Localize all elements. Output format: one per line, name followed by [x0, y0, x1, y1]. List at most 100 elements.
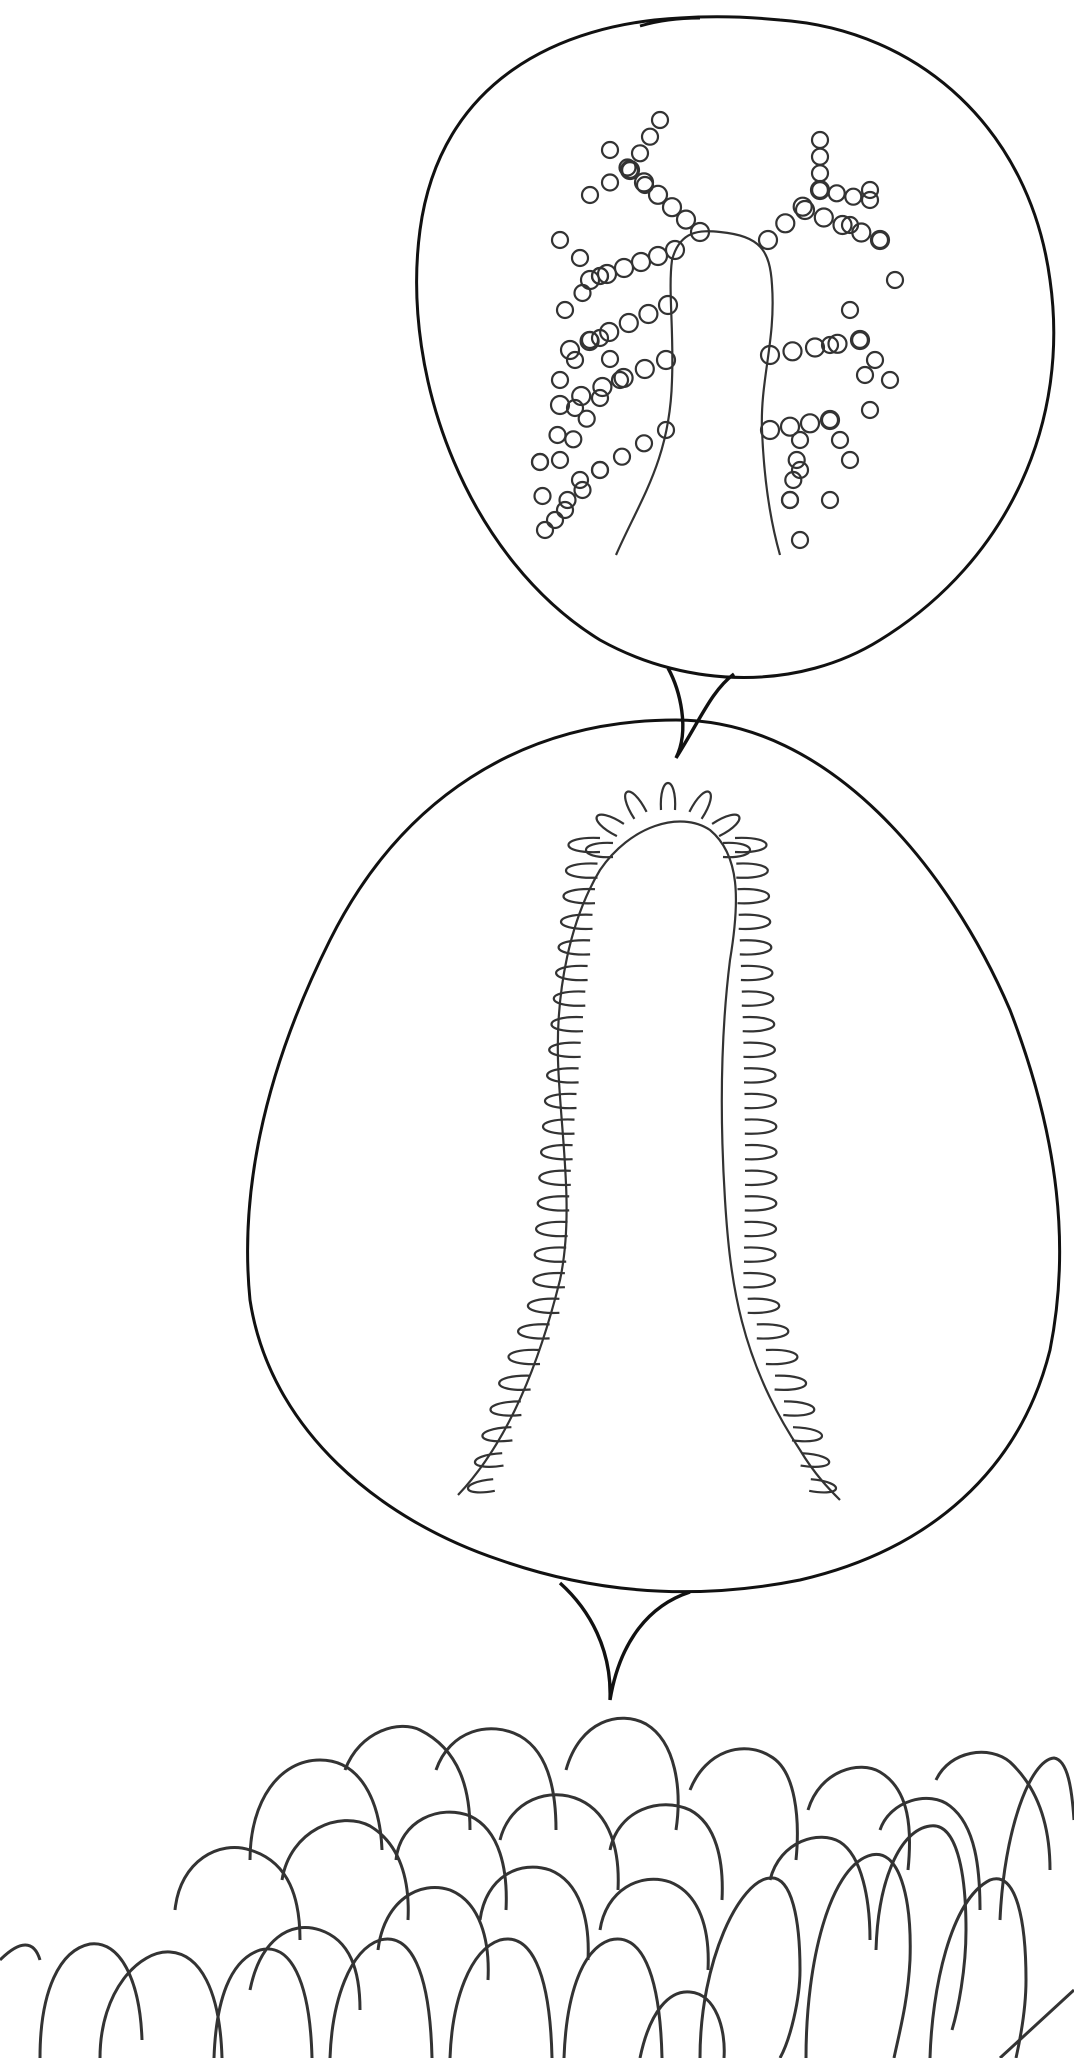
bead — [867, 352, 883, 368]
bead — [649, 247, 667, 265]
bead — [592, 268, 608, 284]
bead — [852, 332, 868, 348]
fold-loop — [625, 792, 646, 819]
bead — [575, 285, 591, 301]
bead — [642, 129, 658, 145]
tall-villus — [930, 1879, 1026, 2058]
fold-loop — [552, 1017, 584, 1031]
villus — [436, 1729, 556, 1830]
bead — [535, 488, 551, 504]
bead — [759, 231, 777, 249]
bead — [887, 272, 903, 288]
connector-top-middle — [668, 668, 734, 758]
bead — [761, 421, 779, 439]
fold-loop — [741, 966, 773, 980]
fold-loop — [743, 1043, 775, 1057]
bead — [572, 250, 588, 266]
villus — [640, 1992, 724, 2058]
bead — [620, 314, 638, 332]
fold-loop — [547, 1068, 579, 1082]
fold-loop — [745, 1171, 777, 1185]
villus — [330, 1939, 432, 2058]
fold-loop — [689, 792, 710, 819]
bead — [565, 431, 581, 447]
fold-loop — [566, 863, 598, 877]
bead — [582, 187, 598, 203]
fold-loop — [543, 1119, 575, 1133]
mucosal-surface — [0, 1718, 1074, 2058]
fold-loop — [475, 1453, 504, 1467]
fold-loop — [745, 1094, 777, 1108]
bead — [812, 182, 828, 198]
bead — [652, 112, 668, 128]
middle-villus-folds — [468, 783, 836, 1492]
bead — [639, 305, 657, 323]
middle-villus-inner-core — [458, 821, 840, 1500]
bead — [537, 522, 553, 538]
bead — [857, 367, 873, 383]
fold-loop — [743, 1017, 775, 1031]
bead — [551, 396, 569, 414]
bead — [872, 232, 888, 248]
fold-loop — [482, 1427, 512, 1441]
bead — [792, 532, 808, 548]
bead — [782, 492, 798, 508]
bead — [602, 175, 618, 191]
bead — [581, 271, 599, 289]
bead — [557, 502, 573, 518]
bead — [636, 435, 652, 451]
fold-loop — [712, 815, 739, 836]
fold-loop — [744, 1247, 776, 1261]
bead — [792, 432, 808, 448]
bead — [862, 182, 878, 198]
fold-loop — [775, 1376, 806, 1390]
bead — [632, 145, 648, 161]
bead — [592, 390, 608, 406]
bead — [547, 512, 563, 528]
villus — [770, 1837, 870, 1940]
villus — [345, 1726, 470, 1830]
fold-loop — [597, 815, 624, 836]
villus — [396, 1812, 506, 1910]
fold-loop — [745, 1119, 777, 1133]
fold-loop — [468, 1479, 495, 1492]
bead — [862, 402, 878, 418]
villus — [214, 1949, 312, 2058]
fold-loop — [661, 783, 675, 810]
bead — [552, 452, 568, 468]
bead — [801, 414, 819, 432]
bead — [592, 462, 608, 478]
top-circle-outline — [417, 17, 1054, 678]
bead — [615, 259, 633, 277]
bead — [832, 432, 848, 448]
fold-loop — [801, 1453, 830, 1467]
bead — [842, 452, 858, 468]
fold-loop — [549, 1043, 581, 1057]
villus — [250, 1760, 382, 1860]
villus — [100, 1952, 222, 2058]
villus — [282, 1821, 408, 1920]
villus — [808, 1767, 910, 1870]
bead — [557, 302, 573, 318]
bead — [550, 427, 566, 443]
villus — [600, 1879, 708, 1970]
connector-middle-bottom — [560, 1583, 690, 1700]
bead — [602, 142, 618, 158]
villus — [566, 1718, 678, 1830]
fold-loop — [744, 1068, 776, 1082]
bead — [822, 412, 838, 428]
fold-loop — [538, 1196, 570, 1210]
fold-loop — [740, 940, 772, 954]
fold-loop — [586, 843, 613, 857]
villus — [690, 1749, 797, 1860]
top-villus-core — [616, 231, 780, 555]
fold-loop — [736, 863, 768, 877]
bead — [812, 165, 828, 181]
bead — [845, 189, 861, 205]
villus — [175, 1848, 300, 1941]
bead — [572, 472, 588, 488]
bead — [784, 342, 802, 360]
bead — [600, 323, 618, 341]
bead — [614, 449, 630, 465]
